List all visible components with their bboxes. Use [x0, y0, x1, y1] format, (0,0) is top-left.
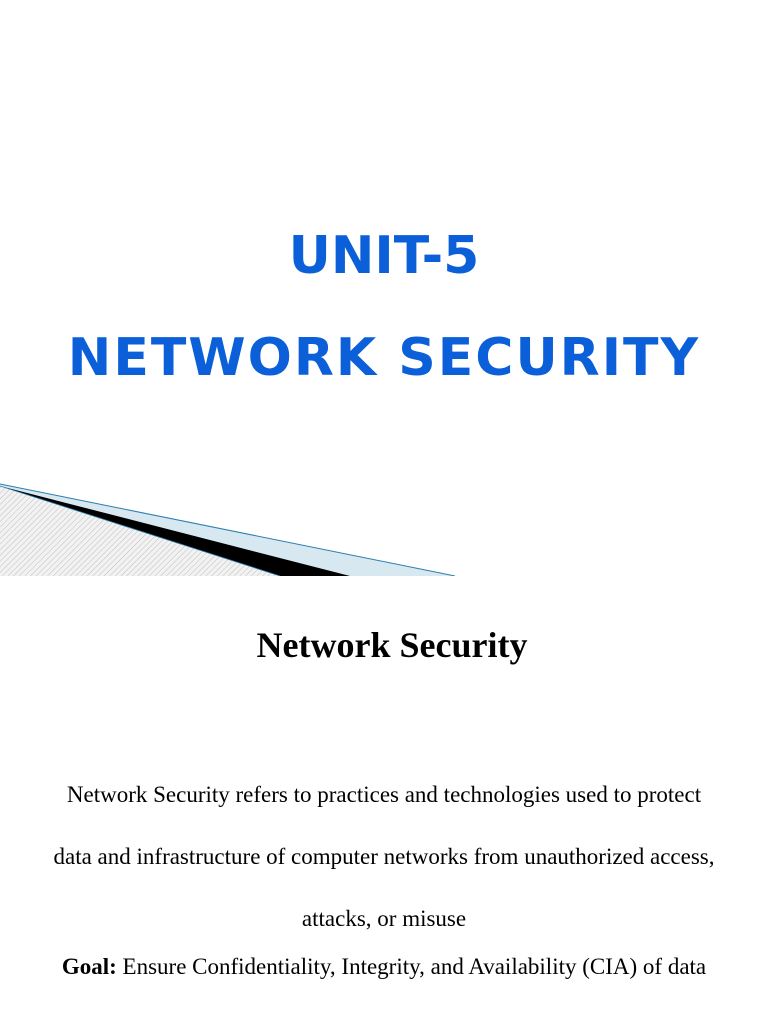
decorative-swoosh	[0, 483, 456, 576]
goal-statement: Goal: Ensure Confidentiality, Integrity,…	[0, 952, 768, 982]
goal-label: Goal:	[61, 954, 117, 979]
definition-paragraph: Network Security refers to practices and…	[0, 764, 768, 950]
title-slide: UNIT-5 NETWORK SECURITY	[0, 226, 701, 576]
content-page: Network Security Network Security refers…	[0, 576, 768, 1024]
page-heading: Network Security	[256, 625, 528, 665]
goal-text: Ensure Confidentiality, Integrity, and A…	[116, 954, 707, 979]
paragraph-line: Network Security refers to practices and…	[66, 782, 702, 807]
paragraph-line: data and infrastructure of computer netw…	[53, 844, 715, 869]
paragraph-line: attacks, or misuse	[301, 906, 467, 931]
slide-title-topic: NETWORK SECURITY	[67, 328, 701, 388]
slide-title-unit: UNIT-5	[288, 226, 480, 286]
